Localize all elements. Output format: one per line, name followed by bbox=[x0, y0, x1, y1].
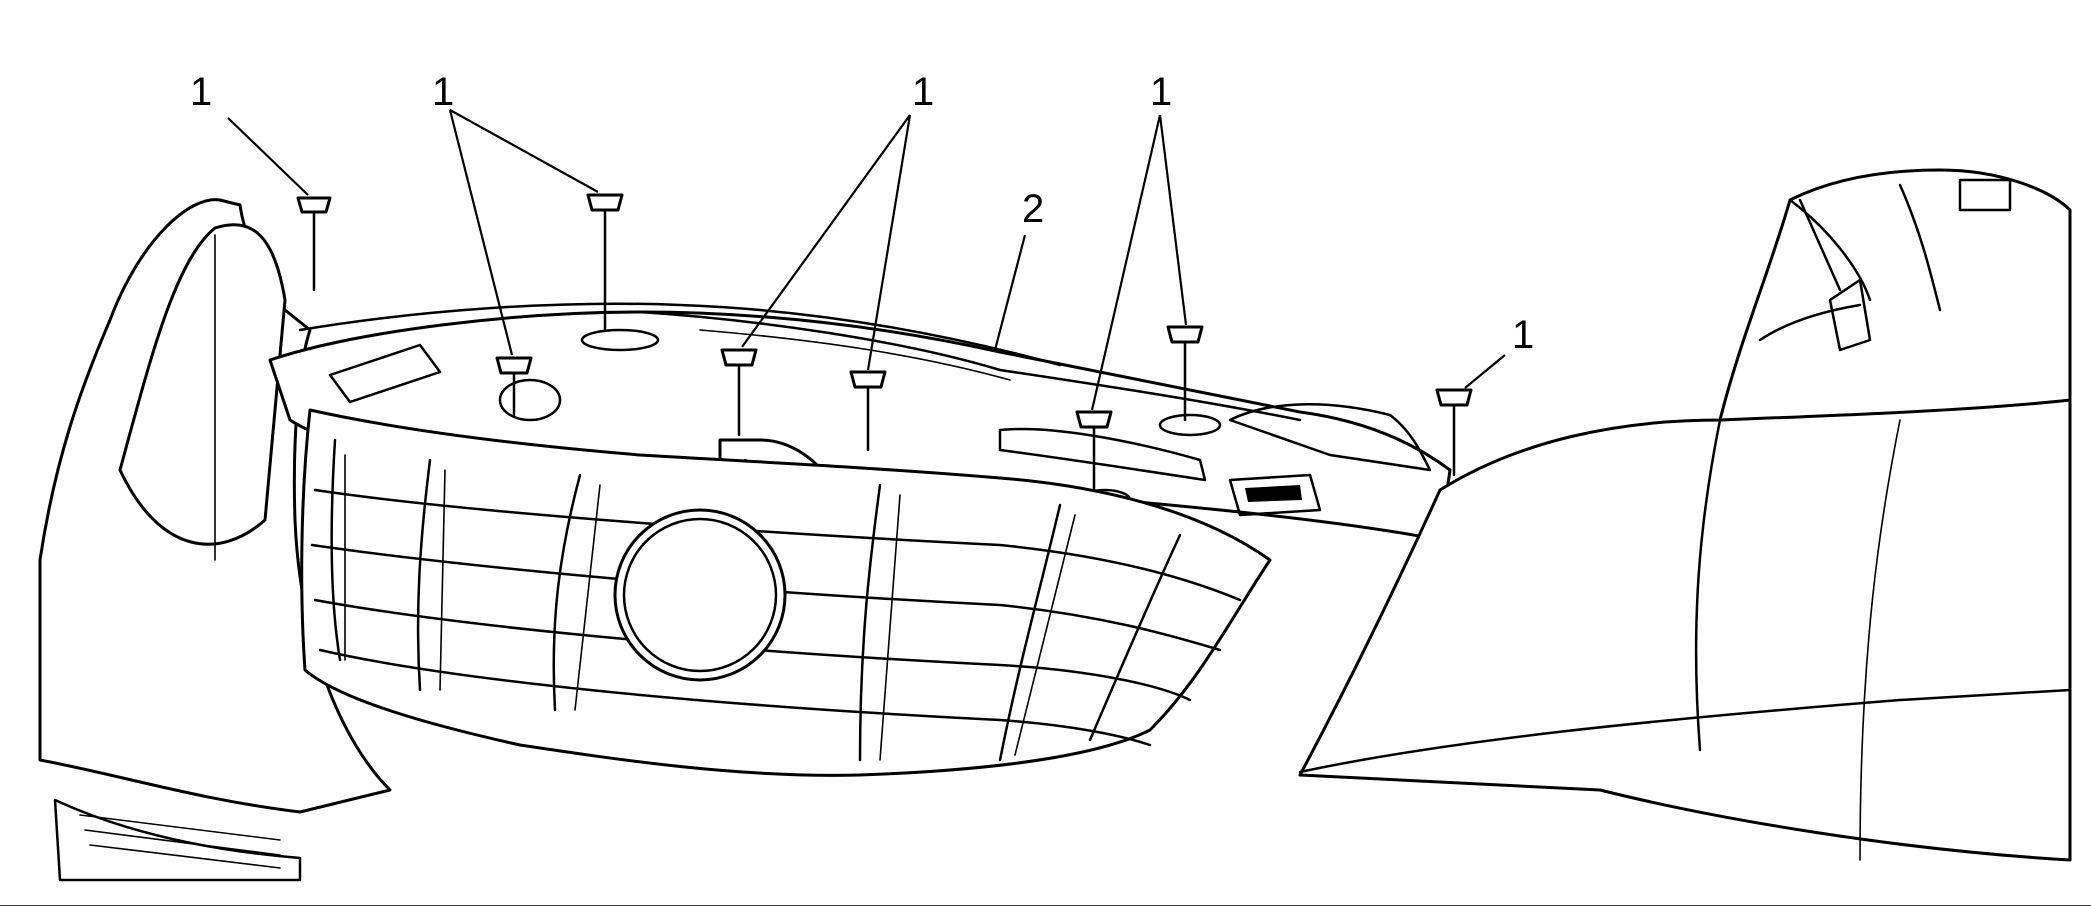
callout-label-1: 1 bbox=[1150, 70, 1172, 114]
callout-label-2: 2 bbox=[1022, 187, 1044, 231]
fastener bbox=[296, 196, 332, 292]
fastener bbox=[495, 356, 533, 417]
callout-labels: 1 1 1 1 1 2 bbox=[190, 70, 1534, 357]
radiator-support-panel bbox=[268, 302, 1452, 542]
fastener bbox=[720, 348, 758, 437]
grille-emblem bbox=[613, 508, 787, 682]
fastener bbox=[1075, 410, 1113, 492]
callout-label-1: 1 bbox=[912, 70, 934, 114]
right-headlamp bbox=[1718, 168, 2072, 422]
fastener bbox=[586, 193, 624, 332]
leader-lines bbox=[227, 109, 1506, 411]
fastener bbox=[849, 370, 887, 452]
fastener bbox=[1435, 388, 1473, 477]
fastener bbox=[1166, 325, 1204, 422]
callout-label-1: 1 bbox=[1512, 313, 1534, 357]
callout-label-1: 1 bbox=[190, 70, 212, 114]
right-fender bbox=[1298, 398, 2072, 862]
callout-label-1: 1 bbox=[432, 70, 454, 114]
